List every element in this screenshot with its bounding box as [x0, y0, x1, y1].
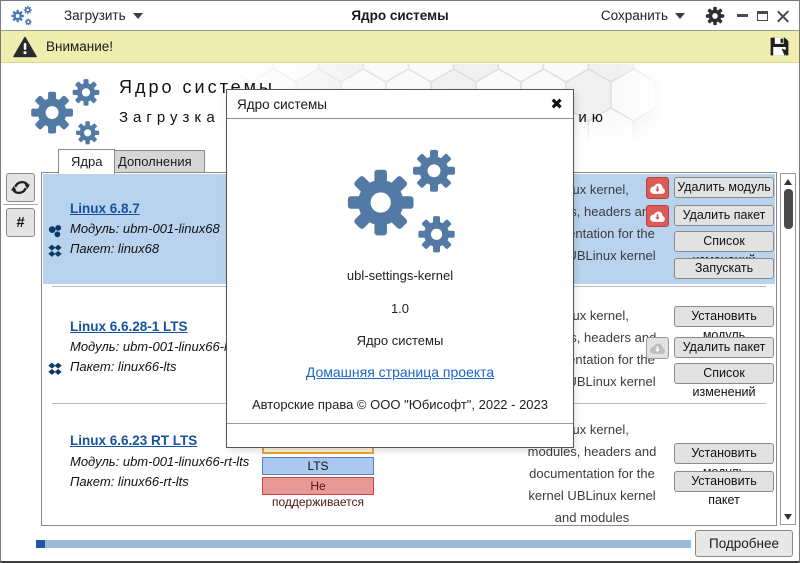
chevron-down-icon: [132, 12, 143, 19]
install-module-button[interactable]: Установить модуль: [674, 443, 774, 479]
tab-addons[interactable]: Дополнения: [105, 150, 205, 172]
warning-triangle-icon: [13, 36, 37, 57]
hash-button[interactable]: #: [6, 208, 35, 237]
settings-gear-icon[interactable]: [705, 6, 725, 26]
dialog-app-title: Ядро системы: [356, 333, 444, 348]
save-file-icon[interactable]: [768, 35, 791, 58]
app-gears-icon: [9, 3, 34, 28]
kernel-package: Пакет: linux66-lts: [70, 359, 177, 374]
kernel-title-link[interactable]: Linux 6.6.28-1 LTS: [70, 319, 188, 334]
unsupported-badge: Не поддерживается: [262, 477, 374, 509]
changelog-button[interactable]: Список изменений: [674, 363, 774, 399]
remove-module-danger-button[interactable]: [646, 177, 669, 199]
details-button[interactable]: Подробнее: [695, 530, 793, 557]
scrollbar-thumb[interactable]: [783, 189, 793, 229]
tab-kernels[interactable]: Ядра: [58, 149, 116, 174]
dialog-copyright: Авторские права © ООО "Юбисофт", 2022 - …: [251, 397, 549, 412]
module-icon: [48, 224, 62, 238]
kernel-module: Модуль: ubm-001-linux68: [70, 221, 220, 236]
package-icon: [48, 244, 62, 257]
dialog-title: Ядро системы: [237, 97, 327, 112]
scroll-down-arrow[interactable]: [781, 510, 795, 523]
close-window-button[interactable]: [777, 10, 789, 22]
remove-module-button[interactable]: Удалить модуль: [674, 177, 774, 198]
changelog-button[interactable]: Список изменений: [674, 231, 774, 267]
kernel-package: Пакет: linux66-rt-lts: [70, 474, 189, 489]
kernel-title-link[interactable]: Linux 6.8.7: [70, 201, 140, 216]
cloud-download-icon: [650, 183, 665, 194]
cloud-download-icon: [650, 343, 665, 354]
install-package-button[interactable]: Установить пакет: [674, 471, 774, 507]
remove-package-danger-button[interactable]: [646, 205, 669, 227]
maximize-button[interactable]: [757, 10, 768, 21]
dialog-titlebar: Ядро системы ✖: [227, 90, 573, 119]
lts-badge: LTS: [262, 457, 374, 475]
app-logo-gears: [23, 69, 107, 153]
refresh-icon: [11, 181, 30, 194]
dialog-close-icon[interactable]: ✖: [550, 96, 563, 113]
refresh-button[interactable]: [6, 173, 35, 202]
progress-fill: [36, 540, 45, 548]
warning-text: Внимание!: [46, 39, 114, 54]
kernel-title-link[interactable]: Linux 6.6.23 RT LTS: [70, 433, 198, 448]
dialog-gears-logo: [335, 134, 467, 266]
kernel-package: Пакет: linux68: [70, 241, 160, 256]
kernel-module: Модуль: ubm-001-linux66-lts: [70, 339, 238, 354]
warning-bar: Внимание!: [1, 31, 799, 63]
about-dialog: Ядро системы ✖ ubl-settings-kernel 1.0 Я…: [226, 89, 574, 448]
dialog-app-name: ubl-settings-kernel: [346, 268, 454, 283]
dialog-footer: [227, 423, 573, 447]
cloud-download-icon: [650, 211, 665, 222]
vertical-scrollbar[interactable]: [780, 173, 796, 525]
dialog-homepage-link[interactable]: Домашняя страница проекта: [305, 364, 495, 380]
dialog-version: 1.0: [390, 301, 410, 316]
progress-bar: [36, 540, 691, 548]
kernel-module: Модуль: ubm-001-linux66-rt-lts: [70, 454, 250, 469]
save-dropdown-button[interactable]: Сохранить: [591, 3, 695, 29]
package-icon: [48, 362, 62, 375]
remove-package-button[interactable]: Удалить пакет: [674, 337, 774, 358]
save-label: Сохранить: [600, 8, 668, 23]
minimize-button[interactable]: [737, 14, 748, 17]
remove-package-button[interactable]: Удалить пакет: [674, 205, 774, 226]
chevron-down-icon: [675, 12, 685, 19]
download-package-button[interactable]: [646, 337, 669, 359]
install-module-button[interactable]: Установить модуль: [674, 306, 774, 342]
load-dropdown-button[interactable]: Загрузить: [54, 3, 153, 29]
run-button[interactable]: Запускать: [674, 258, 774, 279]
toolbar: Загрузить Ядро системы Сохранить: [1, 1, 799, 31]
scroll-up-arrow[interactable]: [781, 175, 795, 188]
load-label: Загрузить: [64, 8, 126, 23]
